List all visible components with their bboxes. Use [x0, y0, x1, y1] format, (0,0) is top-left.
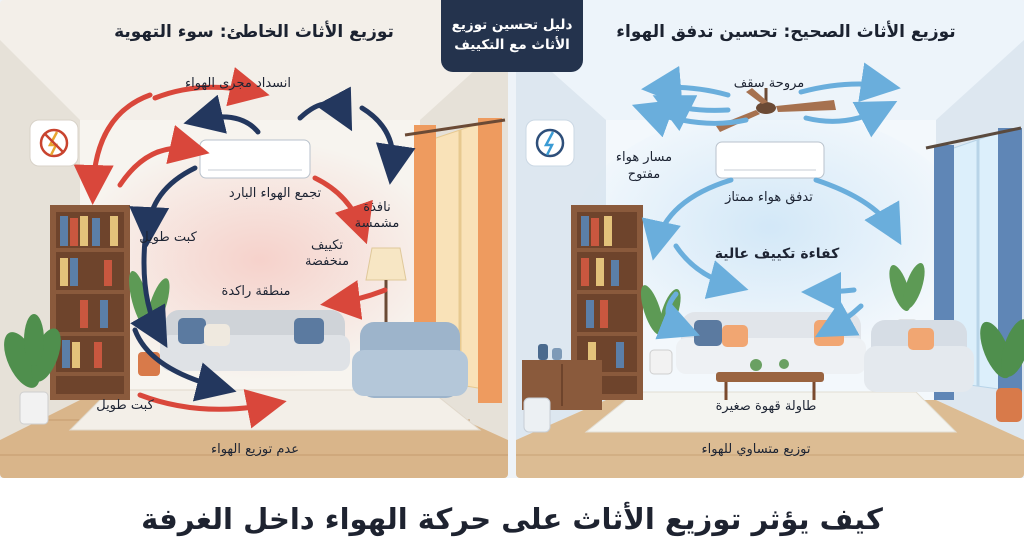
air-blockage-label: انسداد مجرى الهواء: [184, 76, 292, 91]
low-cooling-label: تكييف منخفضة: [304, 238, 350, 269]
bad-panel-title: توزيع الأثاث الخاطئ: سوء التهوية: [114, 22, 394, 42]
open-air-path-label: مسار هواء مفتوح: [615, 150, 673, 182]
cold-air-pooling-label: تجمع الهواء البارد: [228, 186, 322, 201]
good-arrangement-panel: توزيع الأثاث الصحيح: تحسين تدفق الهواء م…: [516, 0, 1024, 478]
excellent-flow-label: تدفق هواء ممتاز: [725, 190, 813, 205]
bad-arrangement-panel: توزيع الأثاث الخاطئ: سوء التهوية انسداد …: [0, 0, 508, 478]
stagnant-zone-label: منطقة راكدة: [221, 284, 291, 299]
guide-badge: دليل تحسين توزيع الأثاث مع التكييف: [441, 0, 583, 72]
good-room-illustration: [516, 0, 1024, 478]
bad-room-illustration: [0, 0, 508, 478]
tall-cabinet-bottom-label: كبت طويل: [96, 398, 154, 413]
footer-title: كيف يؤثر توزيع الأثاث على حركة الهواء دا…: [141, 501, 883, 536]
footer-banner: كيف يؤثر توزيع الأثاث على حركة الهواء دا…: [0, 478, 1024, 559]
no-energy-icon: [29, 119, 79, 167]
ceiling-fan-label: مروحة سقف: [733, 76, 805, 91]
sunny-window-label: نافذة مشمسة: [354, 200, 400, 231]
no-air-distribution-label: عدم توزيع الهواء: [210, 442, 300, 457]
even-distribution-label: توزيع متساوي للهواء: [701, 442, 811, 457]
tall-cabinet-top-label: كبت طويل: [139, 230, 197, 245]
energy-saving-icon: [525, 119, 575, 167]
good-panel-title: توزيع الأثاث الصحيح: تحسين تدفق الهواء: [616, 22, 956, 42]
small-coffee-table-label: طاولة قهوة صغيرة: [715, 399, 817, 414]
high-efficiency-label: كفاءة تكييف عالية: [714, 246, 840, 262]
